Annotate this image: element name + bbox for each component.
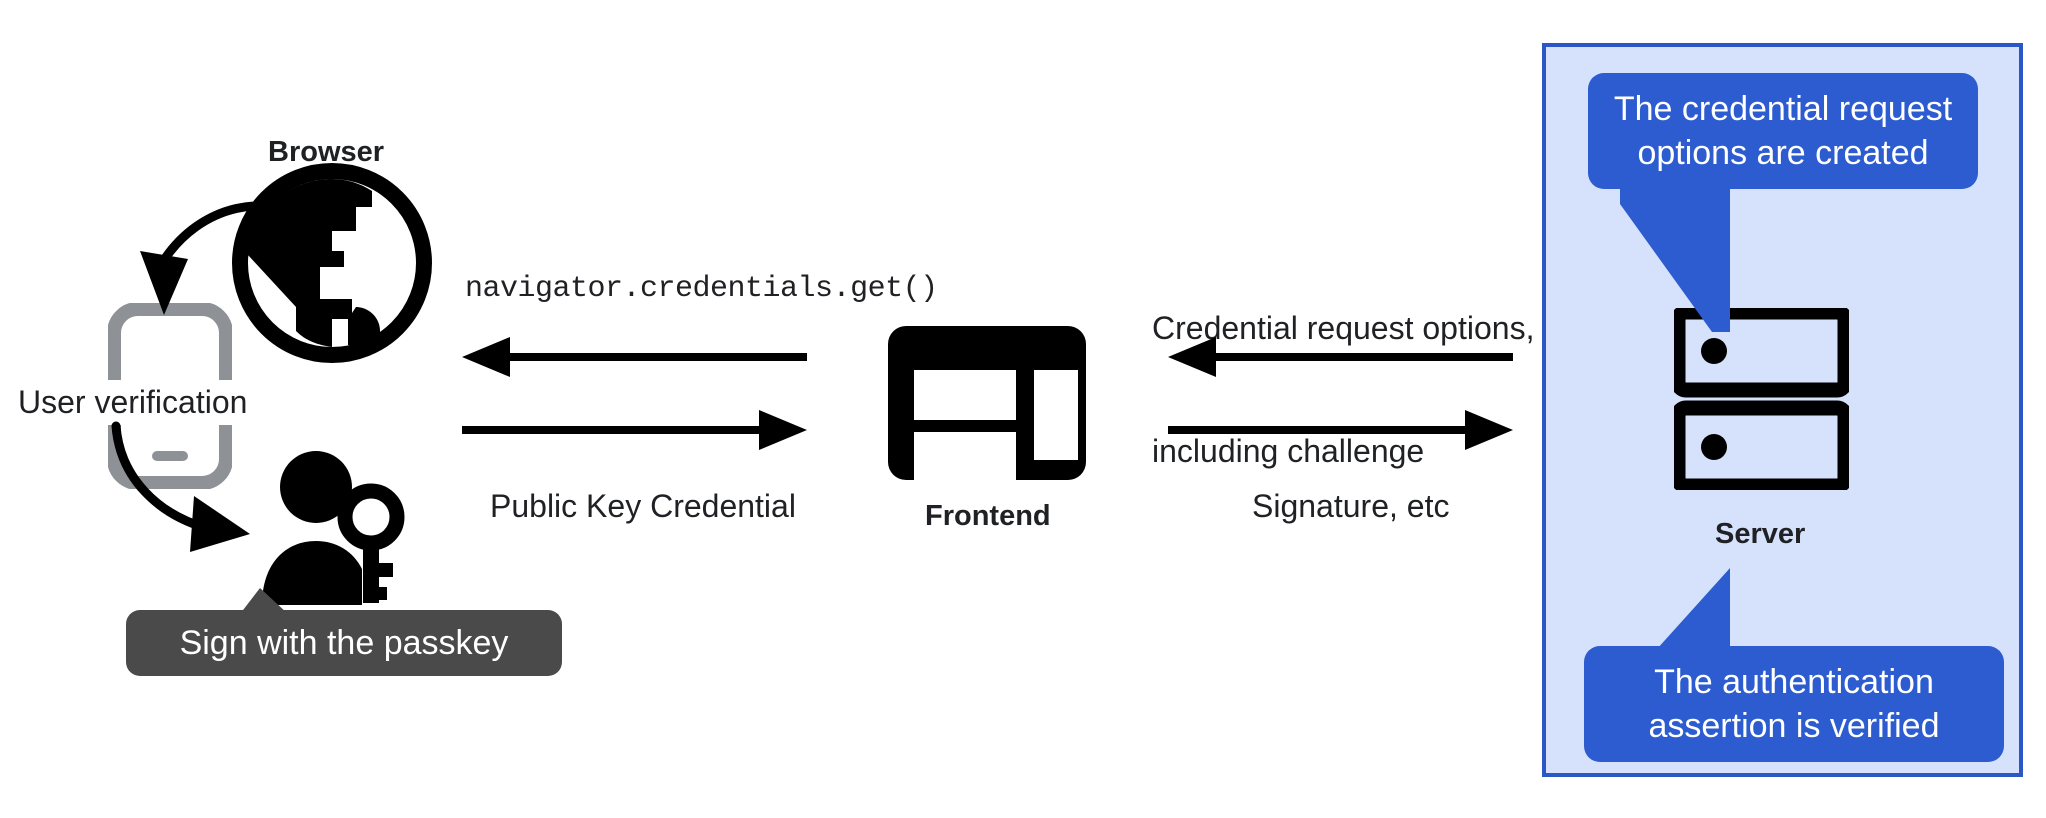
person-with-key-icon — [258, 445, 408, 605]
browser-to-phone-arrow — [100, 185, 330, 355]
passkey-tooltip-tail — [234, 588, 294, 614]
public-key-credential-label: Public Key Credential — [490, 488, 796, 524]
server-label: Server — [1715, 518, 1806, 550]
server-callout-top: The credential request options are creat… — [1588, 73, 1978, 189]
server-callout-bottom-line2: assertion is verified — [1648, 707, 1940, 745]
server-racks-icon — [1674, 308, 1849, 490]
server-callout-top-line1: The credential request — [1613, 89, 1953, 128]
navigator-credentials-get-label: navigator.credentials.get() — [465, 272, 938, 306]
phone-to-user-arrow — [98, 418, 328, 568]
passkey-tooltip: Sign with the passkey — [126, 610, 562, 676]
user-verification-label: User verification — [14, 380, 252, 425]
credential-request-options-label: Credential request options, including ch… — [1152, 226, 1534, 554]
server-callout-bottom: The authentication assertion is verified — [1584, 646, 2004, 762]
arrow-frontend-to-server — [1168, 410, 1513, 450]
server-callout-bottom-line1: The authentication — [1654, 662, 1934, 701]
browser-label: Browser — [268, 136, 385, 168]
credential-request-options-line2: including challenge — [1152, 432, 1425, 469]
arrow-browser-to-frontend — [462, 410, 807, 450]
arrow-server-to-frontend — [1168, 337, 1513, 377]
frontend-label: Frontend — [925, 500, 1051, 532]
arrow-frontend-to-browser — [462, 337, 807, 377]
server-callout-top-line2: options are created — [1637, 134, 1929, 172]
signature-etc-label: Signature, etc — [1252, 488, 1450, 524]
server-callout-top-tail — [1620, 186, 1850, 332]
credential-request-options-line1: Credential request options, — [1152, 309, 1535, 346]
web-layout-icon — [888, 326, 1086, 480]
globe-icon — [232, 163, 432, 363]
